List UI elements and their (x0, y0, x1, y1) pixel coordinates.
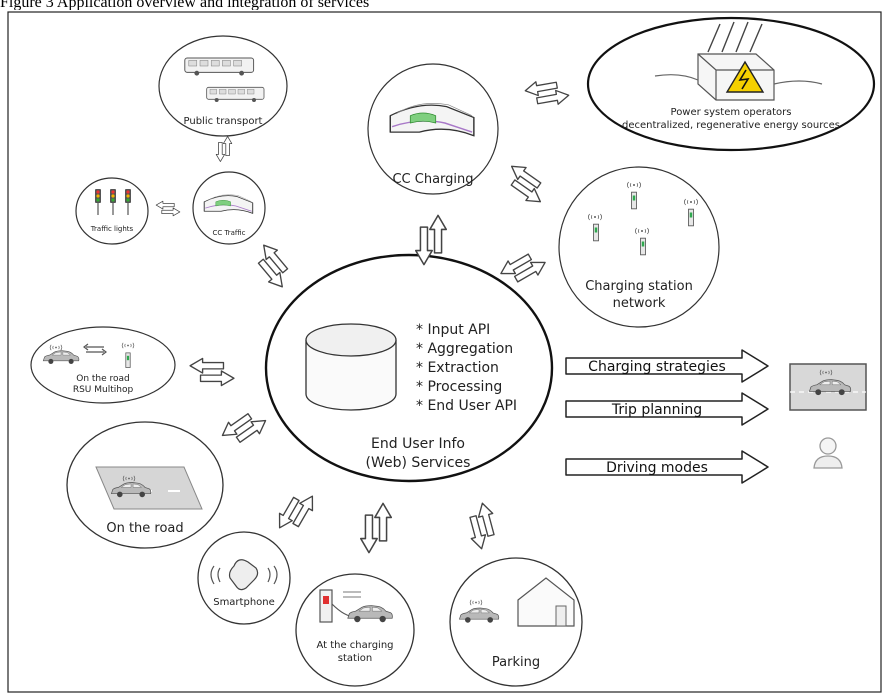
parking-node: Parking (449, 557, 583, 687)
bidirectional-arrow (499, 159, 553, 209)
hub-feature: * Extraction (416, 360, 499, 376)
bidirectional-arrow (523, 75, 571, 111)
bidirectional-arrow (272, 485, 320, 539)
bidirectional-arrow (155, 200, 181, 217)
user-icon (819, 437, 837, 455)
charging-station-label-2: station (338, 653, 372, 664)
end-user-display (789, 363, 867, 469)
charging-pole-icon (593, 223, 599, 242)
power-cables (707, 21, 763, 53)
rsu-label-2: RSU Multihop (73, 385, 134, 395)
road-icon (95, 466, 203, 510)
charging-pole-icon (688, 208, 694, 227)
bidirectional-arrow (462, 500, 502, 552)
cc-traffic-label: CC Traffic (212, 229, 245, 237)
hub-feature: * Input API (416, 322, 490, 338)
high-voltage-warning-icon (725, 60, 765, 93)
hub-feature: * Processing (416, 379, 502, 395)
rsu-multihop-node: On the road RSU Multihop (30, 326, 176, 404)
bidirectional-arrow (215, 136, 233, 162)
smartphone-node: Smartphone (197, 531, 291, 625)
hub-feature: * End User API (416, 398, 517, 414)
diagram-frame (7, 11, 882, 693)
cc-charging-label: CC Charging (392, 172, 473, 187)
charging-station-network-node: Charging station network (558, 166, 720, 328)
charging-station-label-1: At the charging (316, 640, 393, 651)
output-arrow-charging-strategies: Charging strategies (565, 349, 769, 383)
power-operators-node: Power system operators decentralized, re… (586, 16, 876, 152)
power-operators-label-1: Power system operators (671, 107, 792, 118)
driving-modes-label: Driving modes (606, 460, 708, 476)
roadside-unit-icon (125, 352, 131, 368)
bidirectional-arrow (189, 357, 235, 387)
on-the-road-node: On the road (66, 421, 224, 549)
on-the-road-label: On the road (106, 521, 183, 536)
phone-icon (228, 559, 259, 591)
charging-network-label-1: Charging station (585, 279, 693, 294)
public-transport-label: Public transport (184, 116, 263, 127)
rsu-label-1: On the road (76, 374, 130, 384)
parking-label: Parking (492, 655, 540, 670)
public-transport-node: Public transport (158, 35, 288, 137)
figure-caption: Figure 3 Application overview and integr… (0, 0, 370, 10)
signal-waves-icon (210, 565, 278, 585)
charging-network-label-2: network (613, 296, 666, 311)
charging-pole-icon (640, 237, 646, 256)
bidirectional-arrow (217, 403, 271, 453)
traffic-lights-label: Traffic lights (90, 225, 134, 233)
bidirectional-arrow (359, 502, 393, 554)
charging-station-node: At the charging station (295, 573, 415, 687)
database-icon (305, 340, 397, 411)
charging-pole-icon (631, 191, 637, 210)
hub-title-1: End User Info (371, 436, 465, 452)
power-operators-label-2: decentralized, regenerative energy sourc… (622, 120, 840, 131)
bidirectional-arrow (247, 239, 299, 293)
output-arrow-trip-planning: Trip planning (565, 392, 769, 426)
end-user-services-hub: * Input API * Aggregation * Extraction *… (264, 253, 554, 483)
cc-traffic-node: CC Traffic (192, 171, 266, 245)
charger-icon (319, 589, 333, 623)
charging-strategies-label: Charging strategies (588, 359, 726, 375)
cc-charging-node: CC Charging (367, 63, 499, 195)
hub-title-2: (Web) Services (366, 455, 471, 471)
hub-feature: * Aggregation (416, 341, 513, 357)
traffic-lights-node: Traffic lights (75, 177, 149, 245)
smartphone-label: Smartphone (213, 597, 275, 608)
trip-planning-label: Trip planning (611, 402, 702, 418)
output-arrow-driving-modes: Driving modes (565, 450, 769, 484)
